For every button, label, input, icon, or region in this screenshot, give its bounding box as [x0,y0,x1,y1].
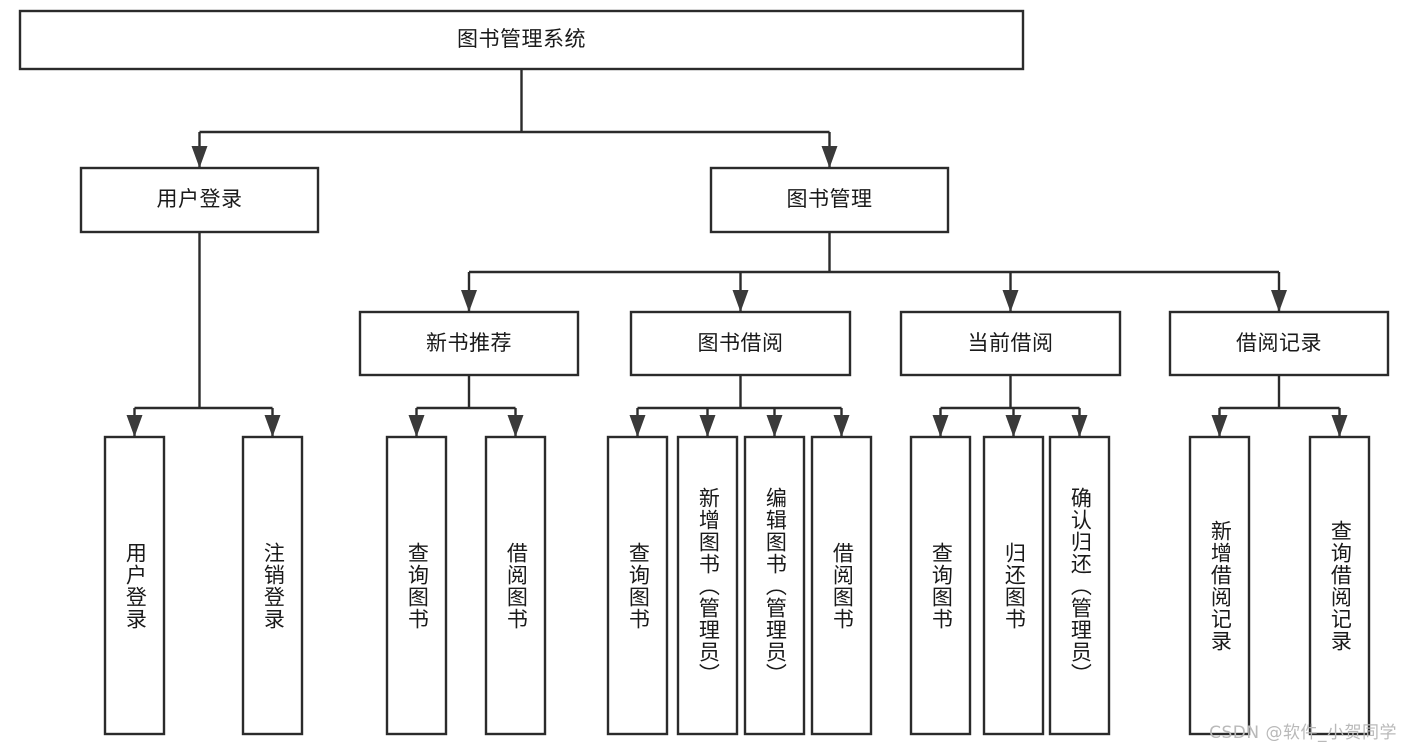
leaf-box[interactable] [241,435,304,736]
leaf-box[interactable] [982,435,1045,736]
branch-box[interactable] [79,166,320,234]
arrow-head-icon [191,146,208,168]
arrow-head-icon [833,415,850,437]
arrow-head-icon [461,290,477,312]
branch-box[interactable] [629,310,852,377]
branch-box[interactable] [709,166,950,234]
arrow-head-icon [766,415,783,437]
arrow-head-icon [1002,290,1019,312]
arrow-head-icon [732,290,749,312]
branch-box[interactable] [1168,310,1390,377]
arrow-head-icon [629,415,646,437]
leaf-box[interactable] [385,435,448,736]
branch-box[interactable] [358,310,580,377]
leaf-box[interactable] [909,435,972,736]
watermark-text: CSDN @软件_小贺同学 [1209,723,1397,743]
leaf-box[interactable] [606,435,669,736]
leaf-box[interactable] [484,435,547,736]
leaf-box[interactable] [743,435,806,736]
arrow-head-icon [821,146,838,168]
connector-layer [126,69,1348,437]
root-box[interactable] [18,9,1025,71]
leaf-box[interactable] [103,435,166,736]
arrow-head-icon [408,415,425,437]
leaf-box[interactable] [1048,435,1111,736]
leaf-box[interactable] [676,435,739,736]
leaf-box[interactable] [1188,435,1251,736]
arrow-head-icon [1271,290,1287,312]
arrow-head-icon [264,415,281,437]
arrow-head-icon [507,415,524,437]
arrow-head-icon [699,415,716,437]
arrow-head-icon [126,415,143,437]
leaf-box[interactable] [810,435,873,736]
arrow-head-icon [1211,415,1228,437]
branch-box[interactable] [899,310,1122,377]
arrow-head-icon [1331,415,1348,437]
arrow-head-icon [932,415,949,437]
arrow-head-icon [1005,415,1022,437]
arrow-head-icon [1071,415,1088,437]
box-layer [18,9,1390,736]
leaf-box[interactable] [1308,435,1371,736]
